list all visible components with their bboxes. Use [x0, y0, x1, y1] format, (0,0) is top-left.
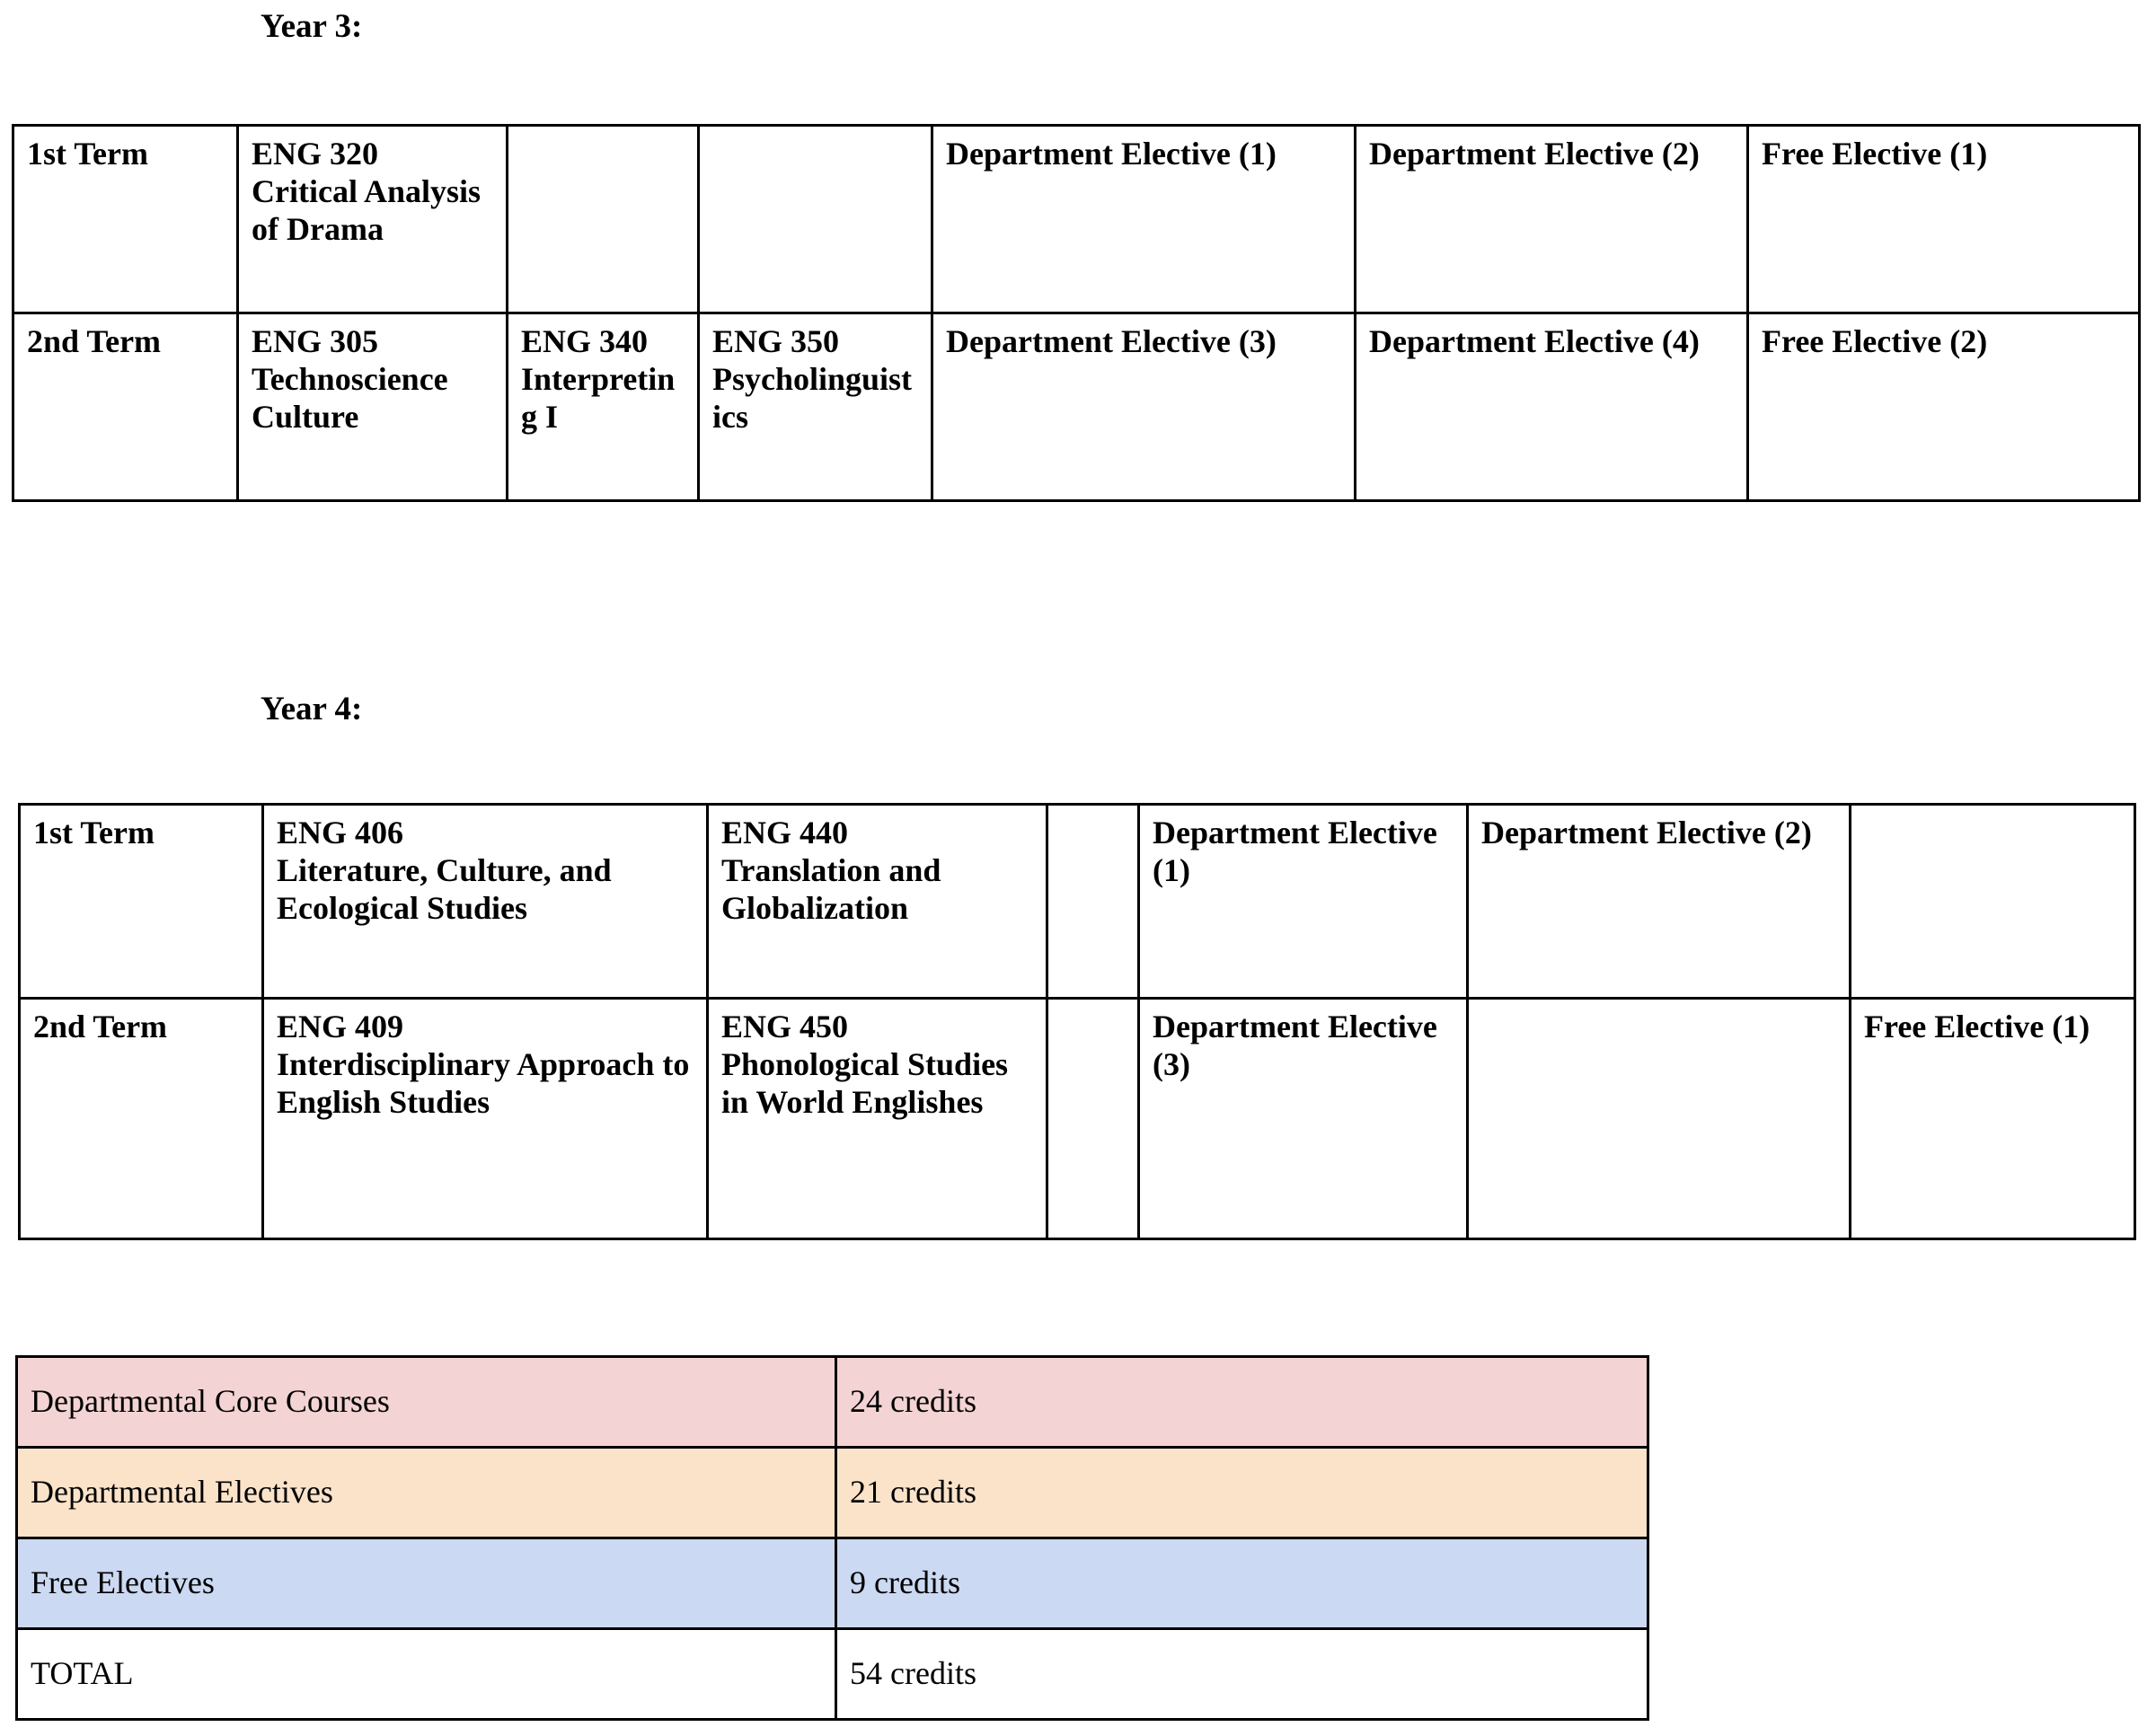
table-row: TOTAL 54 credits: [15, 1627, 1649, 1721]
year4-r1-c4-elective[interactable]: Department Elective (1): [1137, 803, 1469, 1000]
year3-r1-c4-elective[interactable]: Department Elective (1): [931, 124, 1356, 314]
summary-value-core-courses: 24 credits: [835, 1355, 1649, 1449]
year3-r2-c4-elective[interactable]: Department Elective (3): [931, 312, 1356, 502]
year3-r1-c2-empty[interactable]: [506, 124, 700, 314]
year4-r2-c4-elective[interactable]: Department Elective (3): [1137, 997, 1469, 1240]
year3-r1-c3-empty[interactable]: [697, 124, 933, 314]
summary-label-free-electives: Free Electives: [15, 1537, 837, 1630]
summary-value-total: 54 credits: [835, 1627, 1649, 1721]
year3-term-label-2: 2nd Term: [12, 312, 239, 502]
summary-value-free-electives: 9 credits: [835, 1537, 1649, 1630]
year4-r2-c3-empty[interactable]: [1046, 997, 1140, 1240]
credits-summary-table: Departmental Core Courses 24 credits Dep…: [15, 1355, 1649, 1721]
table-row: Free Electives 9 credits: [15, 1537, 1649, 1630]
year3-r1-c6-elective[interactable]: Free Elective (1): [1746, 124, 2141, 314]
year3-r2-c6-elective[interactable]: Free Elective (2): [1746, 312, 2141, 502]
year3-term-label-1: 1st Term: [12, 124, 239, 314]
year4-r1-c3-empty[interactable]: [1046, 803, 1140, 1000]
year3-r1-c5-elective[interactable]: Department Elective (2): [1354, 124, 1749, 314]
year4-r1-c5-elective[interactable]: Department Elective (2): [1466, 803, 1851, 1000]
year4-term-label-2: 2nd Term: [18, 997, 264, 1240]
summary-label-core-courses: Departmental Core Courses: [15, 1355, 837, 1449]
year4-r2-c6-elective[interactable]: Free Elective (1): [1849, 997, 2136, 1240]
year3-r2-c5-elective[interactable]: Department Elective (4): [1354, 312, 1749, 502]
year4-r2-c5-empty[interactable]: [1466, 997, 1851, 1240]
table-row: Departmental Electives 21 credits: [15, 1446, 1649, 1539]
year4-r1-c6-empty[interactable]: [1849, 803, 2136, 1000]
year4-term-label-1: 1st Term: [18, 803, 264, 1000]
table-row: Departmental Core Courses 24 credits: [15, 1355, 1649, 1449]
summary-value-dept-electives: 21 credits: [835, 1446, 1649, 1539]
summary-label-total: TOTAL: [15, 1627, 837, 1721]
year4-heading: Year 4:: [261, 691, 363, 727]
year3-heading: Year 3:: [261, 8, 363, 45]
summary-label-dept-electives: Departmental Electives: [15, 1446, 837, 1539]
